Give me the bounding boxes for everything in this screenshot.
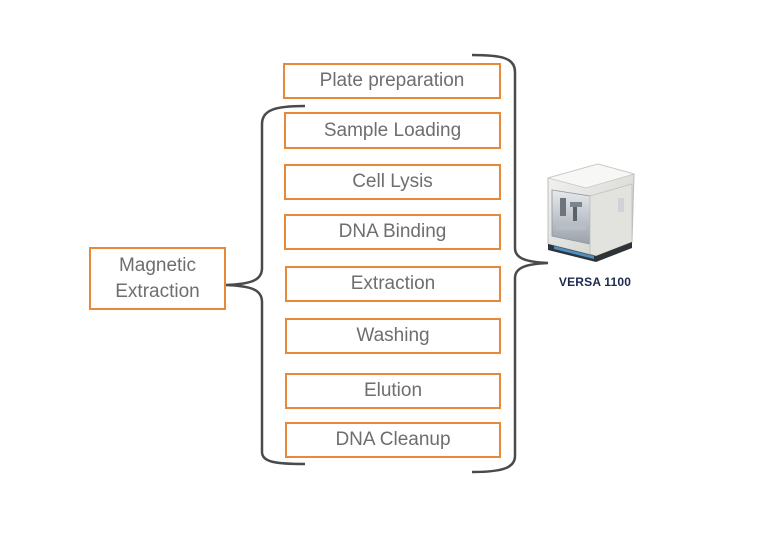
magnetic-extraction-line1: Magnetic [118,254,197,276]
step-sample-loading: Sample Loading [284,112,501,149]
versa-1100-device-icon [546,163,636,262]
magnetic-extraction-line2: Extraction [115,280,200,302]
step-plate-preparation: Plate preparation [283,63,501,99]
step-extraction: Extraction [285,266,501,302]
right-brace [471,53,549,474]
step-elution: Elution [285,373,501,409]
step-dna-binding: DNA Binding [284,214,501,250]
step-dna-cleanup: DNA Cleanup [285,422,501,458]
left-brace [225,104,306,466]
device-label: VERSA 1100 [558,275,632,289]
step-cell-lysis: Cell Lysis [284,164,501,200]
magnetic-extraction-box: Magnetic Extraction [89,247,226,310]
step-washing: Washing [285,318,501,354]
